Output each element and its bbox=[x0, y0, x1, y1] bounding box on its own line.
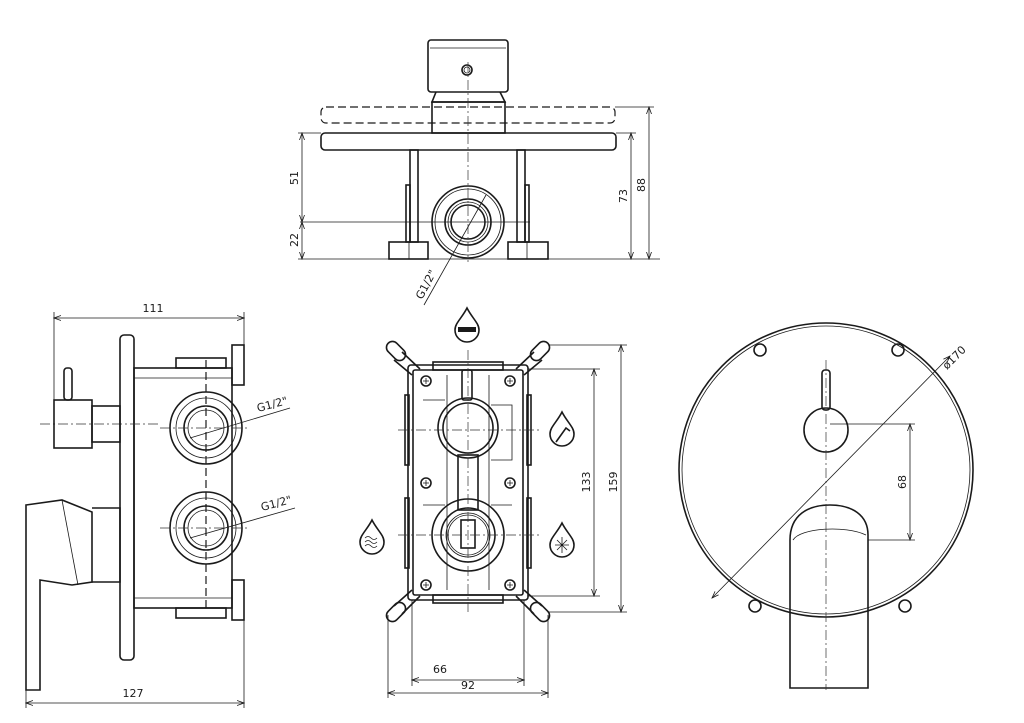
dim-66: 66 bbox=[433, 663, 447, 676]
dim-22: 22 bbox=[288, 233, 301, 247]
hand-shower-icon bbox=[549, 410, 575, 447]
side-view: 111 127 G1/2" G1/2" bbox=[26, 302, 296, 708]
cold-water-icon bbox=[549, 521, 575, 558]
dim-68: 68 bbox=[896, 475, 909, 489]
dim-88: 88 bbox=[635, 178, 648, 192]
dim-73: 73 bbox=[617, 189, 630, 203]
shower-head-icon bbox=[454, 306, 480, 343]
dim-127: 127 bbox=[123, 687, 144, 700]
top-view: 51 22 73 88 G1/2" bbox=[288, 39, 660, 306]
hot-water-icon bbox=[359, 518, 385, 555]
thread-label-upper: G1/2" bbox=[255, 394, 289, 415]
dim-159: 159 bbox=[607, 472, 620, 493]
dim-133: 133 bbox=[580, 472, 593, 493]
dim-111: 111 bbox=[143, 302, 164, 315]
plate-view: 68 ø170 bbox=[678, 322, 974, 690]
front-view: 133 159 66 92 bbox=[359, 306, 627, 698]
dim-diameter-170: ø170 bbox=[940, 343, 969, 372]
thread-label-lower: G1/2" bbox=[259, 493, 293, 514]
dim-51: 51 bbox=[288, 171, 301, 185]
dim-92: 92 bbox=[461, 679, 475, 692]
